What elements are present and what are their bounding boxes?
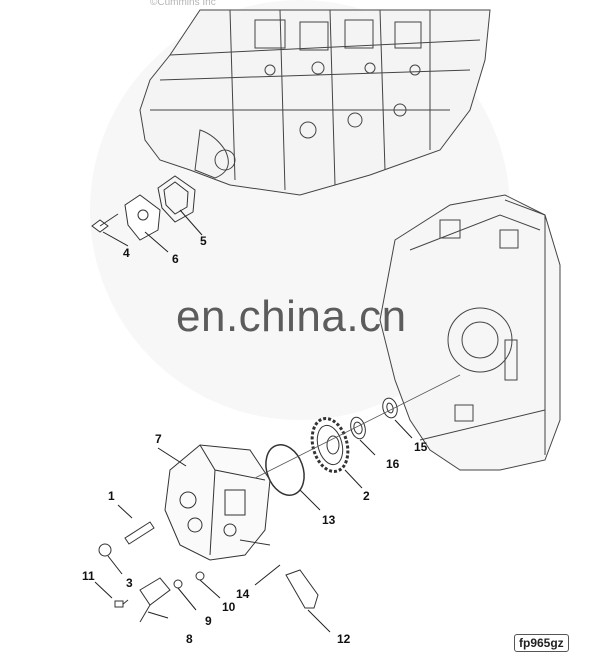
callout-11: 11 bbox=[82, 569, 95, 583]
fuel-pump bbox=[164, 444, 271, 561]
callout-10: 10 bbox=[222, 600, 236, 614]
engine-block bbox=[139, 9, 491, 196]
figure-id-label: fp965gz bbox=[514, 634, 569, 652]
callout-7: 7 bbox=[155, 432, 162, 446]
callout-12: 12 bbox=[337, 632, 351, 646]
callout-leaders bbox=[94, 209, 413, 633]
o-ring bbox=[265, 444, 305, 496]
watermark-text: en.china.cn bbox=[176, 292, 407, 341]
callout-15: 15 bbox=[414, 440, 428, 454]
callout-4: 4 bbox=[123, 246, 130, 260]
assembly-axis-line bbox=[254, 374, 461, 479]
flywheel-housing bbox=[379, 194, 561, 471]
callout-6: 6 bbox=[172, 252, 179, 266]
copyright-text: ©Cummins Inc bbox=[150, 0, 216, 8]
callout-5: 5 bbox=[200, 234, 207, 248]
washer-and-seal bbox=[350, 397, 398, 440]
callout-9: 9 bbox=[205, 614, 212, 628]
drive-gear bbox=[310, 417, 350, 473]
callout-2: 2 bbox=[363, 489, 370, 503]
callout-3: 3 bbox=[126, 576, 133, 590]
callout-16: 16 bbox=[386, 457, 400, 471]
callout-13: 13 bbox=[322, 513, 336, 527]
callout-8: 8 bbox=[186, 632, 193, 646]
callout-1: 1 bbox=[108, 489, 115, 503]
pump-fasteners bbox=[98, 521, 319, 623]
callout-14: 14 bbox=[236, 587, 250, 601]
cover-plate-parts bbox=[91, 175, 196, 241]
